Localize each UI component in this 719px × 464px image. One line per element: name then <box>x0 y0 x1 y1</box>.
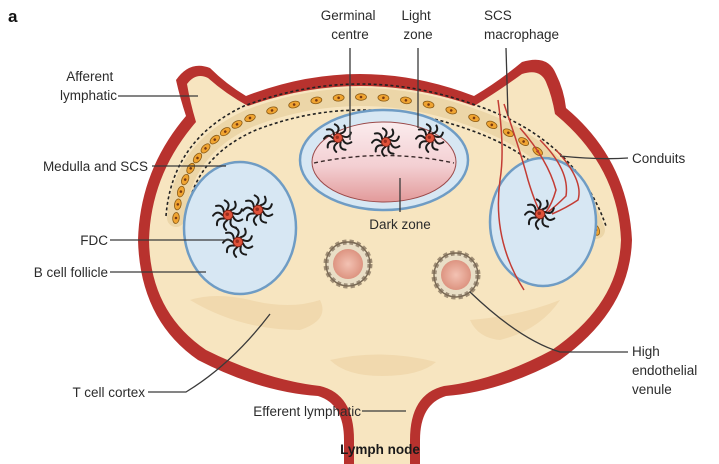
label-efferent-lymphatic: Efferent lymphatic <box>253 404 361 419</box>
label-dark-zone: Dark zone <box>369 217 431 232</box>
label-medulla-scs: Medulla and SCS <box>43 159 148 174</box>
label-fdc: FDC <box>80 233 108 248</box>
label-germinal-centre: Germinal centre <box>321 8 380 42</box>
scs-macrophage-cell <box>356 94 367 101</box>
label-t-cell-cortex: T cell cortex <box>72 385 145 400</box>
high-endothelial-venule-right <box>434 253 478 297</box>
label-light-zone: Light zone <box>401 8 434 42</box>
label-b-cell-follicle: B cell follicle <box>34 265 108 280</box>
b-cell-follicle-left <box>184 162 296 294</box>
label-high-endothelial-venule: High endothelial venule <box>632 344 701 397</box>
label-afferent-lymphatic: Afferent lymphatic <box>60 69 117 103</box>
label-conduits: Conduits <box>632 151 686 166</box>
label-scs-macrophage: SCS macrophage <box>484 8 559 42</box>
high-endothelial-venule-left <box>326 242 370 286</box>
figure-title: Lymph node <box>340 442 420 457</box>
panel-label: a <box>8 7 18 26</box>
